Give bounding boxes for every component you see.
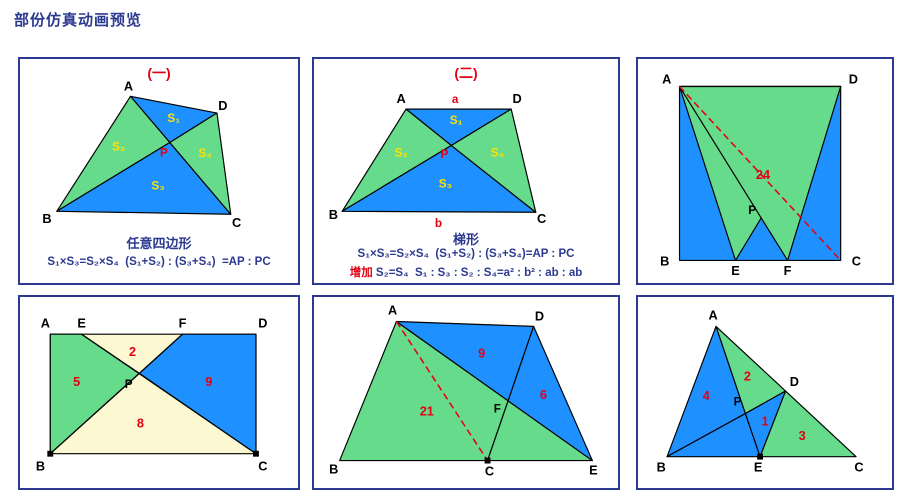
- corner-marker-b: [47, 450, 54, 457]
- edge-label-a: a: [452, 93, 459, 106]
- panel2-caption: 梯形: [452, 232, 479, 247]
- vertex-label-d: D: [849, 72, 858, 87]
- vertex-label-a: A: [41, 315, 50, 330]
- vertex-label-b: B: [42, 211, 51, 226]
- diagonal-ac-dashed: [395, 321, 489, 462]
- area-value-24: 24: [756, 167, 771, 182]
- panel2-title: (二): [454, 65, 478, 81]
- formula2-prefix: 增加: [349, 267, 373, 279]
- panel2-formula-1: S₁×S₃=S₂×S₄ (S₁+S₂) : (S₃+S₄)=AP : PC: [357, 248, 575, 260]
- point-marker-e: [757, 453, 764, 460]
- line-ec: [81, 333, 257, 455]
- vertex-label-d: D: [790, 374, 799, 389]
- region-s4: [169, 112, 232, 215]
- area-label-s4: S₄: [198, 147, 212, 160]
- point-marker-c: [484, 457, 491, 464]
- point-label-f: F: [494, 403, 501, 416]
- area-value-left: 5: [73, 374, 80, 389]
- area-label-s2: S₂: [112, 140, 125, 153]
- vertex-label-b: B: [329, 207, 338, 222]
- vertex-label-c: C: [854, 459, 863, 474]
- area-label-s4: S₄: [491, 146, 505, 159]
- vertex-label-d: D: [218, 98, 227, 113]
- vertex-label-a: A: [397, 91, 406, 106]
- vertex-label-e: E: [589, 462, 597, 477]
- point-label-p: P: [125, 378, 133, 391]
- panel-quad-cevian-figure: A D B C E F 9 21 6: [312, 295, 620, 490]
- point-label-p: P: [734, 396, 742, 409]
- panel-triangle-cevian-figure: A B C E D P 4 2 1 3: [636, 295, 894, 490]
- trapezoid-figure: A D B C a b S₁ S₂ S₃ S₄ P: [329, 91, 547, 230]
- vertex-label-c: C: [485, 463, 494, 478]
- vertex-label-f: F: [784, 263, 792, 278]
- line-fb: [49, 333, 183, 455]
- edge-label-b: b: [435, 217, 442, 230]
- panel-trapezoid: A D B C a b S₁ S₂ S₃ S₄ P (二) 梯形 S₁×S₃=S…: [312, 57, 620, 285]
- quad-cevian-figure: A D B C E F 9 21 6: [329, 303, 597, 479]
- vertex-label-b: B: [36, 458, 45, 473]
- region-def: [507, 325, 593, 462]
- area-value-left: 21: [420, 404, 434, 419]
- panel1-caption: 任意四边形: [126, 236, 192, 251]
- vertex-label-a: A: [662, 72, 671, 87]
- area-label-s3: S₃: [151, 180, 164, 193]
- rectangle-figure: A E F D B C 2 5 9 8 P: [36, 315, 268, 473]
- area-value-right: 3: [799, 428, 806, 443]
- panel1-title: (一): [147, 65, 171, 81]
- panel1-formula: S₁×S₃=S₂×S₄ (S₁+S₂) : (S₃+S₄) =AP : PC: [47, 256, 271, 268]
- area-label-s2: S₂: [395, 146, 408, 159]
- area-value-left: 4: [703, 388, 710, 403]
- vertex-label-a: A: [708, 308, 717, 323]
- formula2-rest: S₂=S₄ S₁ : S₃ : S₂ : S₄=a² : b² : ab : a…: [372, 267, 583, 279]
- panel-rectangle-figure: A E F D B C 2 5 9 8 P: [18, 295, 300, 490]
- vertex-label-a: A: [124, 78, 133, 93]
- quadrilateral-figure: A D B C S₁ S₂ S₃ S₄ P: [42, 78, 241, 230]
- vertex-label-d: D: [512, 91, 521, 106]
- vertex-label-d: D: [258, 315, 267, 330]
- square-figure: A D B C E F 24 P: [660, 72, 861, 279]
- page-title: 部份仿真动画预览: [14, 12, 143, 29]
- area-value-bottom: 8: [137, 415, 144, 430]
- vertex-label-e: E: [754, 459, 762, 474]
- panel-arbitrary-quadrilateral: A D B C S₁ S₂ S₃ S₄ P (一) 任意四边形 S₁×S₃=S₂…: [18, 57, 300, 285]
- vertex-label-c: C: [537, 211, 546, 226]
- panel-square-figure: A D B C E F 24 P: [636, 57, 894, 285]
- area-value-top: 2: [129, 344, 136, 359]
- point-label-p: P: [160, 146, 168, 159]
- region-ecd: [759, 390, 857, 458]
- vertex-label-e: E: [77, 315, 85, 330]
- area-value-right: 6: [540, 387, 547, 402]
- vertex-label-c: C: [852, 253, 861, 268]
- area-label-s1: S₁: [450, 114, 463, 127]
- point-label-p: P: [748, 204, 756, 217]
- vertex-label-d: D: [535, 309, 544, 324]
- area-label-s1: S₁: [167, 112, 180, 125]
- vertex-label-b: B: [660, 253, 669, 268]
- vertex-label-c: C: [258, 458, 267, 473]
- area-value-top: 2: [744, 368, 751, 383]
- vertex-label-b: B: [329, 461, 338, 476]
- vertex-label-a: A: [388, 303, 397, 318]
- point-label-p: P: [440, 148, 448, 161]
- diagonal-ac-dashed: [678, 85, 842, 261]
- area-value-mid: 1: [761, 413, 768, 428]
- triangle-cevian-figure: A B C E D P 4 2 1 3: [657, 308, 864, 475]
- vertex-label-e: E: [731, 263, 740, 278]
- area-label-s3: S₃: [439, 178, 452, 191]
- region-s4: [450, 108, 537, 213]
- panel2-formula-2: 增加 S₂=S₄ S₁ : S₃ : S₂ : S₄=a² : b² : ab …: [314, 264, 618, 280]
- corner-marker-c: [253, 450, 259, 457]
- area-value-right: 9: [205, 374, 212, 389]
- vertex-label-c: C: [232, 215, 241, 230]
- area-value-top: 9: [478, 346, 485, 361]
- vertex-label-f: F: [179, 315, 187, 330]
- vertex-label-b: B: [657, 459, 666, 474]
